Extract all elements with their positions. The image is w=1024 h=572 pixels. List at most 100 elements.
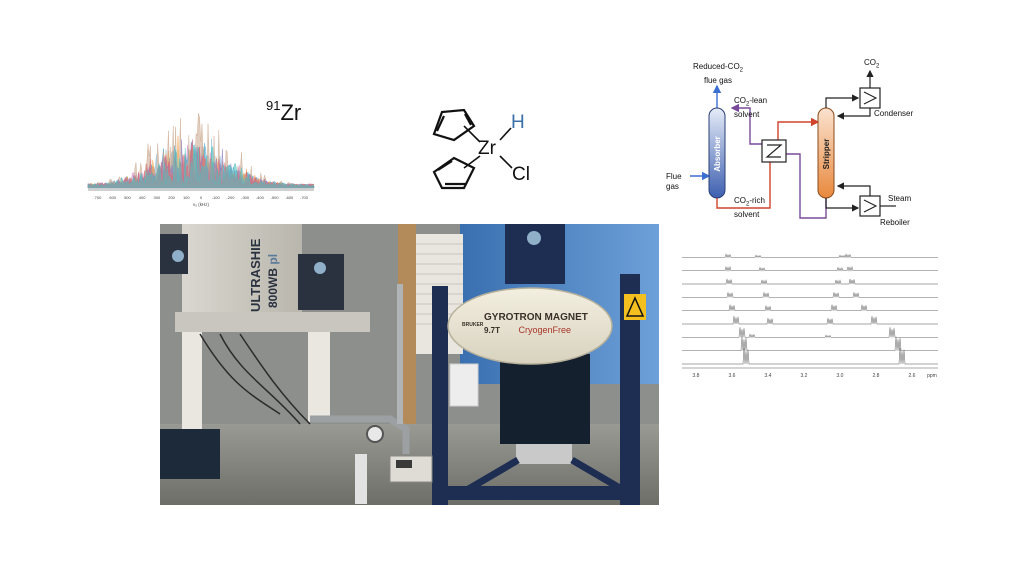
proton-spectrum-trace bbox=[682, 304, 938, 312]
rich-co: CO bbox=[734, 196, 746, 205]
rich-sub: 2 bbox=[746, 201, 750, 208]
co2-rich-label: CO2-rich solvent bbox=[734, 196, 765, 220]
zr-tick-label: -500 bbox=[271, 195, 280, 200]
co2-capture-diagram: Absorber Stripper Reduced-CO2 flue gas C… bbox=[660, 58, 930, 233]
co2-lean-label: CO2-lean solvent bbox=[734, 96, 767, 120]
zr-tick-label: -200 bbox=[226, 195, 235, 200]
lean-co: CO bbox=[734, 96, 746, 105]
zr-spectrum-trace bbox=[87, 144, 315, 189]
zr-tick-label: -300 bbox=[241, 195, 250, 200]
gyrotron-cryo: CryogenFree bbox=[518, 325, 571, 335]
zr-tick-label: -600 bbox=[285, 195, 294, 200]
zr-element-symbol: Zr bbox=[280, 100, 302, 125]
stack-tick-label: 3.0 bbox=[837, 373, 844, 379]
condenser-label: Condenser bbox=[874, 109, 914, 118]
gyrotron-stand bbox=[516, 444, 572, 464]
reboiler-label: Reboiler bbox=[880, 218, 910, 227]
zr-tick-label: -400 bbox=[256, 195, 265, 200]
condenser-return bbox=[836, 108, 871, 120]
zirconocene-structure: Zr H Cl bbox=[418, 94, 558, 204]
reboiler-coil bbox=[863, 199, 878, 213]
zr-tick-label: 0 bbox=[200, 195, 203, 200]
gyrotron-frame-right bbox=[620, 274, 640, 505]
proton-spectrum-trace bbox=[682, 265, 938, 272]
zr-mass-number: 91 bbox=[266, 98, 281, 113]
magnet-port bbox=[314, 262, 326, 274]
lean-rest: -lean bbox=[749, 96, 768, 105]
magnet-leg-left bbox=[182, 332, 202, 432]
gyrotron-field: 9.7T bbox=[484, 326, 501, 335]
proton-spectrum-trace bbox=[682, 278, 938, 286]
stack-tick-label: 3.6 bbox=[729, 373, 736, 379]
zr-nucleus-label: 91Zr bbox=[266, 98, 302, 126]
reduced-co2-sub: 2 bbox=[739, 67, 744, 74]
lab-photo: ULTRASHIE 800WB pl BRUKER GYROTRON MAGNE… bbox=[160, 224, 659, 505]
cable-bundle bbox=[199, 333, 311, 425]
lean-solvent-line bbox=[786, 153, 827, 219]
gyrotron-label: BRUKER GYROTRON MAGNET 9.7T CryogenFree bbox=[462, 312, 612, 336]
stack-tick-label: ppm bbox=[927, 373, 937, 379]
lean-to-absorber-line bbox=[730, 103, 762, 145]
steam-label: Steam bbox=[888, 194, 912, 203]
process-flow-svg: Absorber Stripper bbox=[690, 69, 896, 219]
proton-spectrum-trace bbox=[682, 253, 938, 259]
ultrashield-pl: pl bbox=[266, 253, 280, 265]
stand-legs bbox=[458, 456, 632, 498]
reboiler-loop bbox=[825, 198, 860, 212]
lean-solvent: solvent bbox=[734, 109, 760, 119]
top-port-circle bbox=[172, 250, 184, 262]
zr-tick-label: 200 bbox=[168, 195, 175, 200]
zr-x-axis-label: ν₀ (kHz) bbox=[193, 202, 210, 207]
zr-tick-label: 500 bbox=[124, 195, 131, 200]
stack-tick-label: 3.8 bbox=[693, 373, 700, 379]
reduced-co2-text: Reduced-CO bbox=[692, 62, 740, 71]
gyrotron-dome bbox=[447, 287, 613, 365]
control-display bbox=[396, 460, 412, 468]
lab-photo-illustration bbox=[160, 224, 659, 505]
flue-bottom: gas bbox=[666, 182, 679, 191]
zr-tick-label: -700 bbox=[300, 195, 309, 200]
zr-tick-label: -100 bbox=[212, 195, 221, 200]
lean-sub: 2 bbox=[746, 101, 750, 108]
white-crate bbox=[449, 363, 479, 407]
bond-ring-bottom bbox=[463, 155, 481, 169]
gyrotron-body bbox=[500, 354, 590, 444]
zr-tick-label: 400 bbox=[139, 195, 146, 200]
stripper-label: Stripper bbox=[822, 139, 831, 170]
reduced-co2-label: Reduced-CO2 flue gas bbox=[686, 62, 750, 86]
stack-tick-label: 2.6 bbox=[909, 373, 916, 379]
zr-tick-label: 300 bbox=[154, 195, 161, 200]
rich-rest: -rich bbox=[749, 196, 765, 205]
stack-tick-label: 2.8 bbox=[873, 373, 880, 379]
magnet-leg-right bbox=[308, 332, 330, 422]
flue-top: Flue bbox=[666, 172, 682, 181]
chloride-label: Cl bbox=[512, 164, 530, 185]
rich-solvent-line bbox=[716, 154, 771, 209]
reduced-co2-bottom: flue gas bbox=[703, 75, 733, 85]
ultrashield-text: ULTRASHIE bbox=[248, 239, 263, 312]
reboiler-return bbox=[836, 182, 871, 196]
zr-tick-label: 100 bbox=[183, 195, 190, 200]
absorber-label: Absorber bbox=[713, 136, 722, 172]
ultrashield-800wb: 800WB bbox=[266, 267, 280, 308]
co2-product-label: CO2 bbox=[864, 58, 879, 70]
proton-spectrum-trace bbox=[682, 327, 938, 339]
proton-spectrum-trace bbox=[682, 292, 938, 298]
control-box bbox=[389, 455, 433, 483]
cyclopentadienyl-ring-top bbox=[432, 108, 476, 142]
condenser-coil bbox=[863, 91, 878, 105]
hydride-label: H bbox=[511, 112, 525, 133]
ultrashield-word: ULTRASHIE bbox=[248, 238, 263, 312]
ultrashield-model: 800WB pl bbox=[266, 254, 280, 308]
magnet-platform bbox=[175, 312, 370, 332]
flue-gas-label: Flue gas bbox=[666, 172, 682, 192]
bond-ring-top bbox=[463, 125, 481, 143]
gyrotron-frame-left bbox=[432, 286, 448, 505]
bond-zr-h bbox=[499, 127, 512, 141]
gyrotron-subline: 9.7T CryogenFree bbox=[484, 323, 612, 336]
rich-to-stripper-line bbox=[777, 117, 820, 144]
